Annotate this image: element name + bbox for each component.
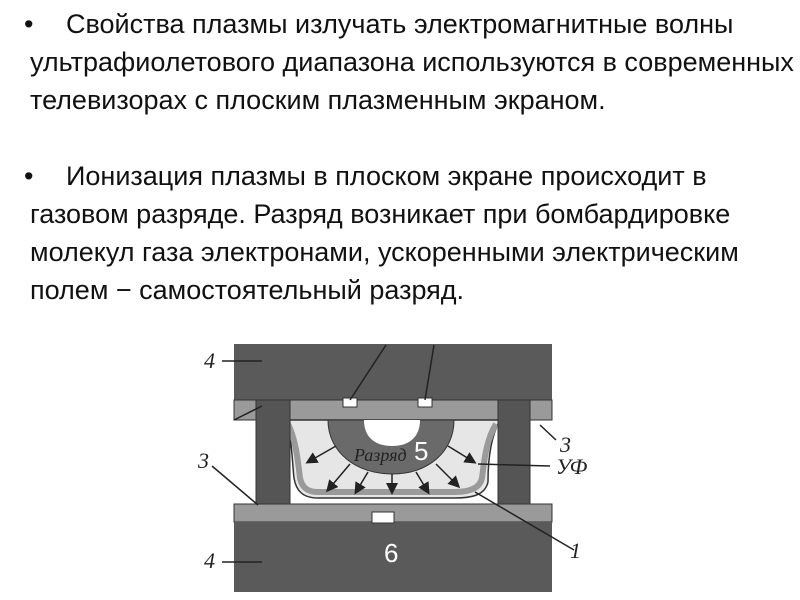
paragraph-2: • Ионизация плазмы в плоском экране прои…	[24, 157, 794, 309]
bottom-glass-plate	[234, 522, 552, 592]
label-6: 6	[384, 538, 398, 568]
barrier-left	[255, 399, 291, 505]
bullet-2: •	[24, 161, 34, 191]
leader-line	[474, 491, 575, 551]
uv-arrow	[305, 445, 337, 464]
uv-arrow	[354, 471, 369, 495]
leader-line	[233, 405, 263, 421]
label-4-top: 4	[204, 348, 215, 373]
leader-line	[424, 344, 435, 401]
paragraph-1: • Свойства плазмы излучать электромагнит…	[24, 5, 794, 119]
bullet-1: •	[24, 9, 34, 39]
discharge-gap	[364, 420, 420, 446]
top-electrode-left	[342, 397, 358, 408]
discharge-region	[327, 419, 455, 475]
barrier-right	[497, 399, 531, 505]
label-5: 5	[414, 436, 428, 466]
uv-arrow	[415, 471, 430, 495]
paragraph-1-text: Свойства плазмы излучать электромагнитны…	[30, 9, 794, 115]
uv-arrow	[447, 445, 477, 464]
paragraph-2-text: Ионизация плазмы в плоском экране происх…	[30, 161, 739, 305]
leader-line	[211, 465, 259, 506]
label-4-bottom: 4	[204, 548, 215, 573]
uv-arrow	[326, 463, 351, 493]
leader-line	[477, 463, 551, 467]
top-glass-plate	[234, 344, 552, 400]
leader-line	[349, 344, 387, 401]
bottom-electrode	[371, 511, 395, 524]
label-discharge: Разряд	[353, 445, 407, 465]
label-3-left: 3	[197, 448, 209, 473]
leader-line	[539, 424, 557, 441]
uv-arrow	[435, 463, 461, 489]
label-1: 1	[570, 538, 581, 563]
label-uv: УФ	[556, 454, 588, 479]
label-3-right: 3	[559, 432, 571, 457]
